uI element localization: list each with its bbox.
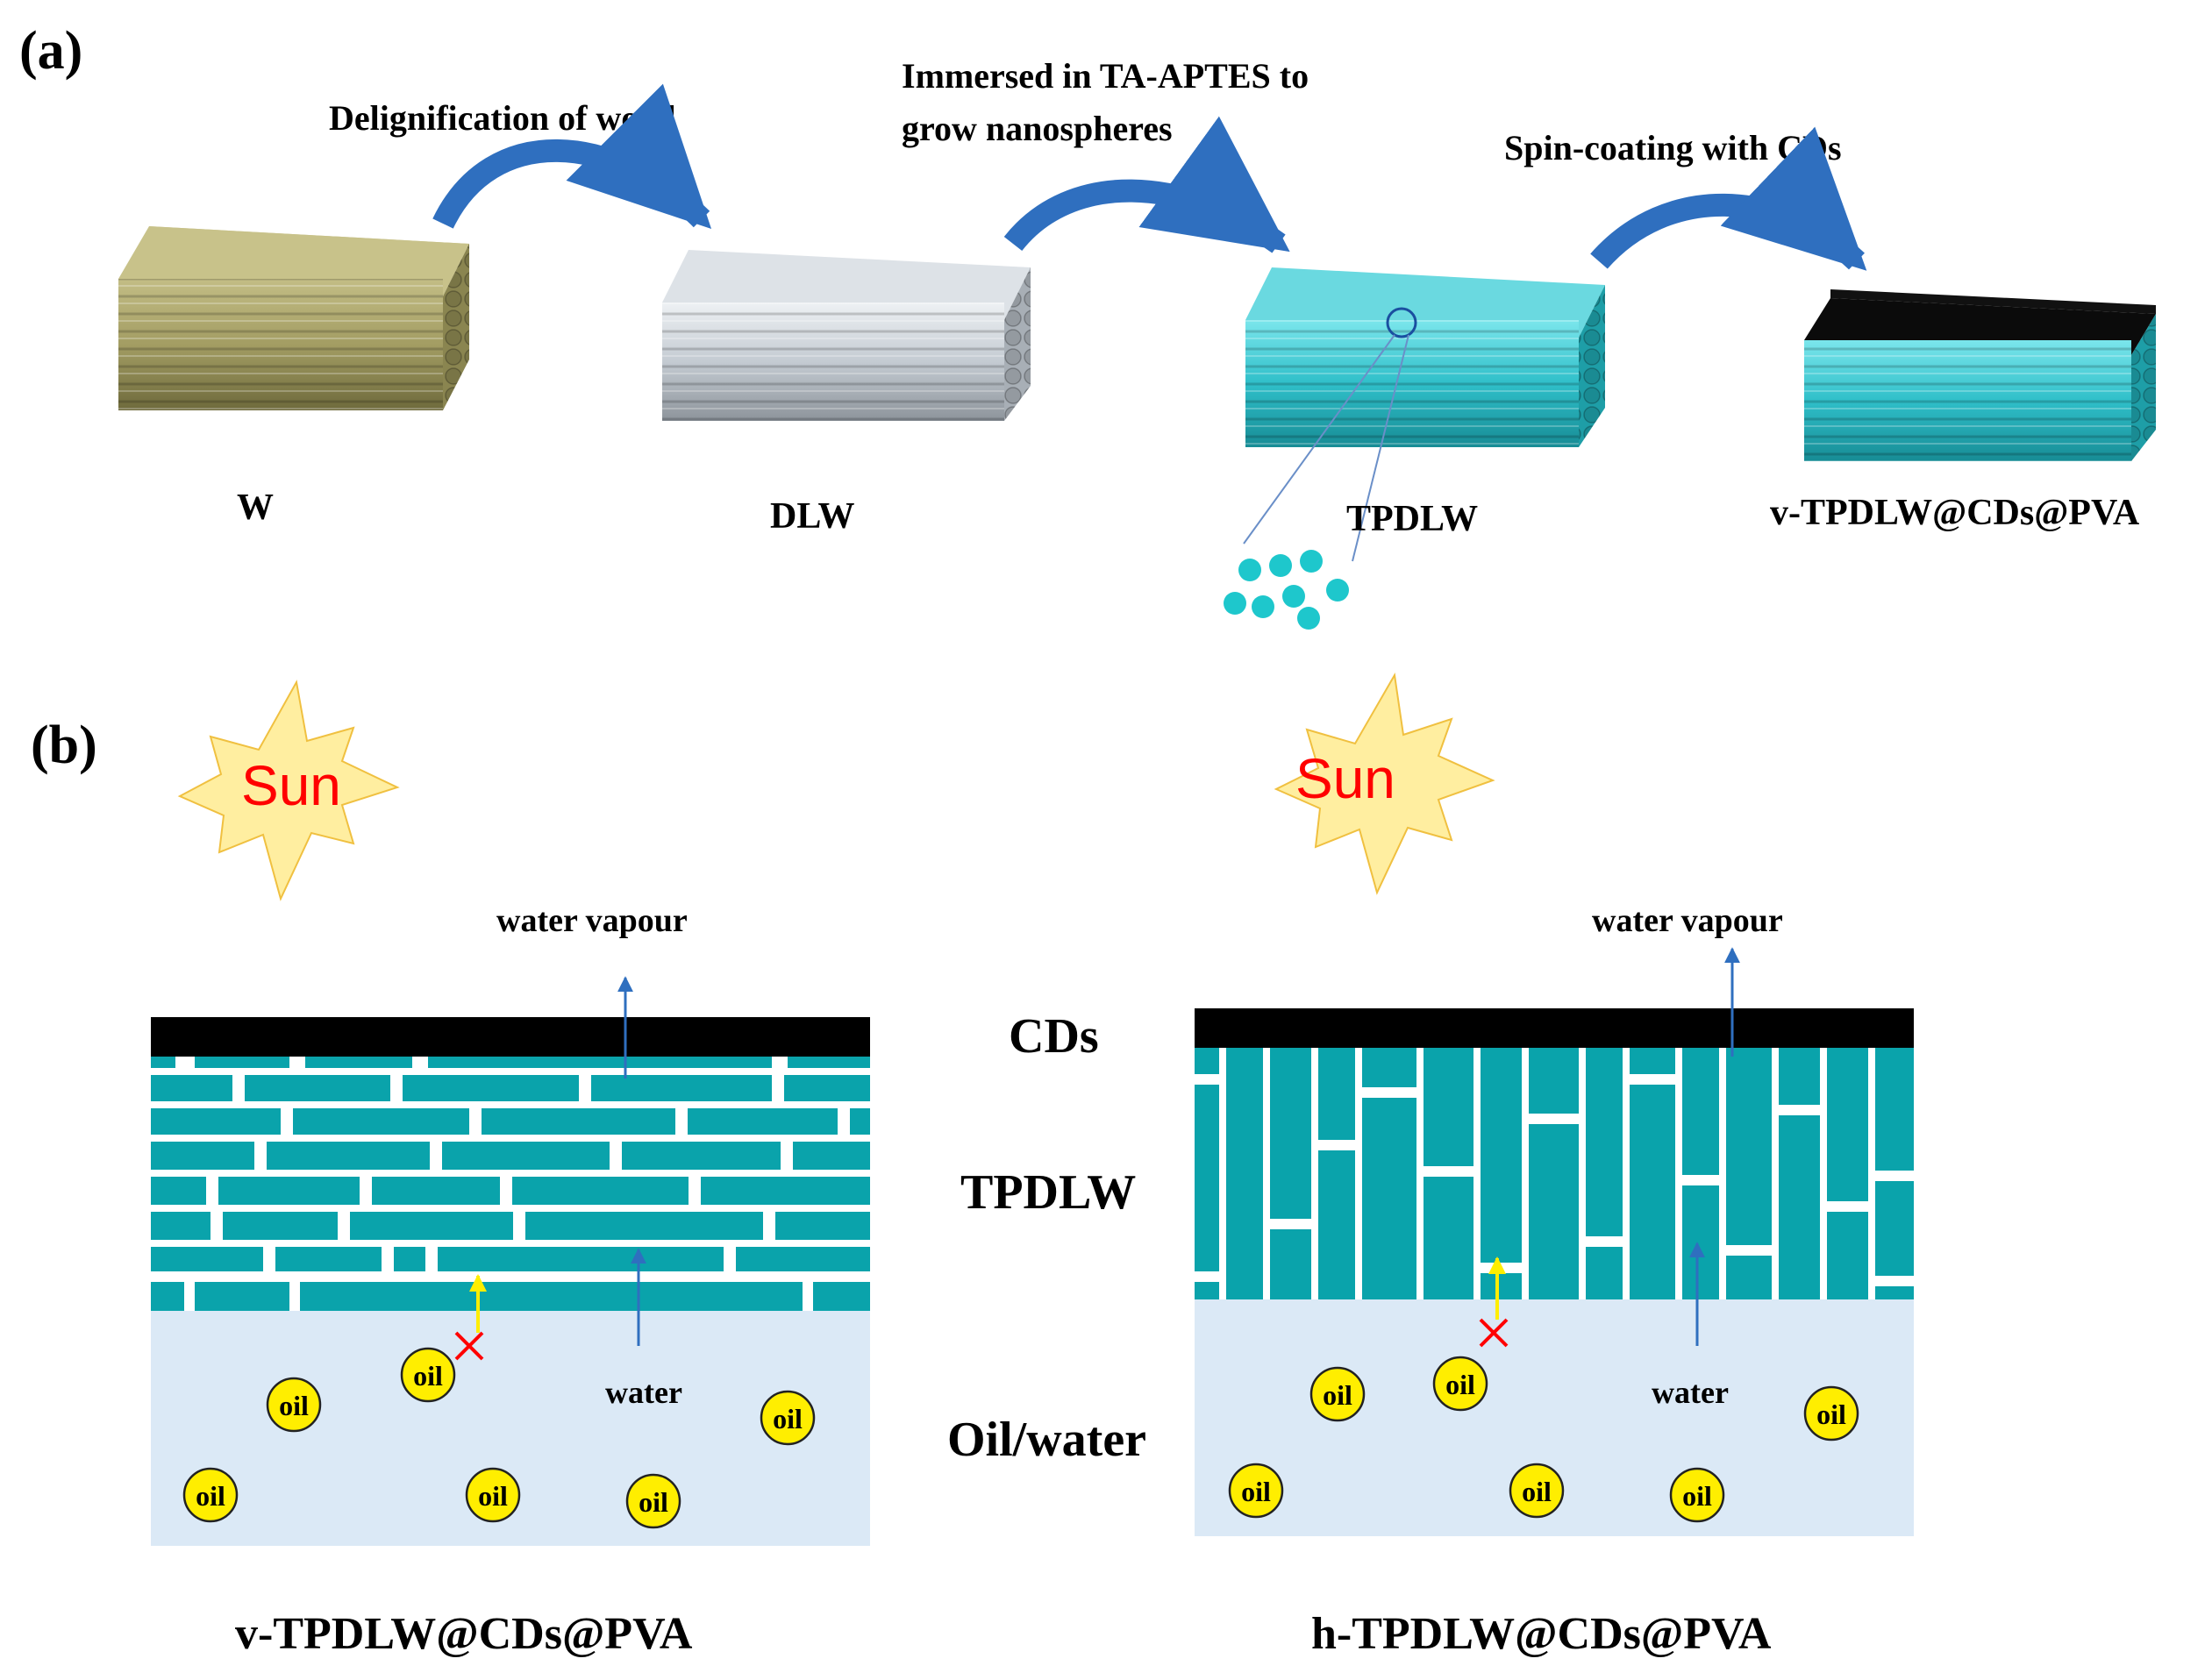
oil-droplet: oil [465, 1467, 521, 1523]
step-3-label: Spin-coating with CDs [1504, 128, 1842, 167]
wood-block-dlw [662, 250, 1031, 421]
left-oil-droplets: oil oil oil oil oil oil [182, 1347, 816, 1529]
svg-text:oil: oil [478, 1480, 508, 1512]
oil-droplet: oil [400, 1347, 456, 1403]
oil-droplet: oil [1228, 1463, 1284, 1519]
wood-block-w [118, 226, 469, 410]
right-caption: h-TPDLW@CDs@PVA [1311, 1609, 1772, 1659]
oil-droplet: oil [266, 1377, 322, 1433]
svg-text:oil: oil [1323, 1379, 1352, 1411]
oil-droplet: oil [760, 1390, 816, 1446]
left-channels [151, 1057, 870, 1311]
right-cds-layer [1195, 1008, 1914, 1048]
zoom-circle [1386, 307, 1417, 338]
step-2-label-line2: grow nanospheres [902, 109, 1173, 148]
oil-droplet: oil [1803, 1385, 1859, 1442]
sun-left: Sun [177, 680, 400, 901]
oil-droplet: oil [625, 1473, 681, 1529]
svg-text:oil: oil [1522, 1476, 1552, 1507]
wood-block-v-tpdlw [1804, 289, 2156, 461]
sun-left-star [177, 680, 400, 901]
sample-label-tpdlw: TPDLW [1346, 499, 1478, 539]
left-water-label: water [605, 1375, 682, 1410]
zoom-line-left [1243, 334, 1395, 545]
svg-text:oil: oil [196, 1480, 225, 1512]
svg-text:oil: oil [773, 1403, 803, 1434]
svg-text:oil: oil [1682, 1480, 1712, 1512]
panel-a-label: (a) [19, 21, 82, 81]
oil-droplet: oil [1432, 1356, 1488, 1412]
process-arrow-3 [1590, 126, 1867, 271]
step-1-label: Delignification of wood [329, 98, 676, 138]
nanospheres [1224, 550, 1349, 630]
svg-text:oil: oil [1445, 1369, 1475, 1400]
layer-label-oilwater: Oil/water [947, 1413, 1146, 1467]
svg-text:oil: oil [639, 1486, 668, 1518]
layer-label-tpdlw: TPDLW [960, 1165, 1136, 1220]
oil-droplet: oil [1309, 1366, 1366, 1422]
svg-text:oil: oil [1816, 1399, 1846, 1430]
right-vapour-label: water vapour [1592, 902, 1783, 939]
sample-label-dlw: DLW [770, 496, 855, 537]
wood-block-tpdlw [1245, 267, 1605, 447]
sun-left-label: Sun [241, 754, 341, 817]
sun-right-label: Sun [1295, 747, 1395, 810]
panel-b-label: (b) [31, 715, 97, 775]
step-2-label-line1: Immersed in TA-APTES to [902, 56, 1309, 96]
right-wood [1195, 1048, 1914, 1299]
svg-text:oil: oil [413, 1360, 443, 1392]
sample-label-w: W [237, 488, 274, 528]
process-arrow-1 [432, 83, 712, 230]
svg-text:oil: oil [279, 1390, 309, 1421]
oil-droplet: oil [1509, 1463, 1565, 1519]
right-water-label: water [1652, 1375, 1729, 1410]
zoom-line-right [1352, 334, 1409, 562]
left-vapour-label: water vapour [496, 902, 688, 939]
sun-right: Sun [1274, 673, 1495, 895]
oil-droplet: oil [182, 1467, 239, 1523]
svg-text:oil: oil [1241, 1476, 1271, 1507]
process-arrow-2 [1003, 116, 1290, 253]
right-channels [1195, 1048, 1914, 1299]
oil-droplet: oil [1669, 1467, 1725, 1523]
right-oil-droplets: oil oil oil oil oil oil [1228, 1356, 1859, 1523]
left-blocked-mark [454, 1331, 484, 1361]
left-caption: v-TPDLW@CDs@PVA [235, 1609, 693, 1659]
sample-label-v-tpdlw: v-TPDLW@CDs@PVA [1770, 493, 2140, 533]
layer-label-cds: CDs [1009, 1009, 1099, 1064]
sun-right-star [1274, 673, 1495, 895]
left-cds-layer [151, 1017, 870, 1057]
right-blocked-mark [1479, 1318, 1509, 1348]
